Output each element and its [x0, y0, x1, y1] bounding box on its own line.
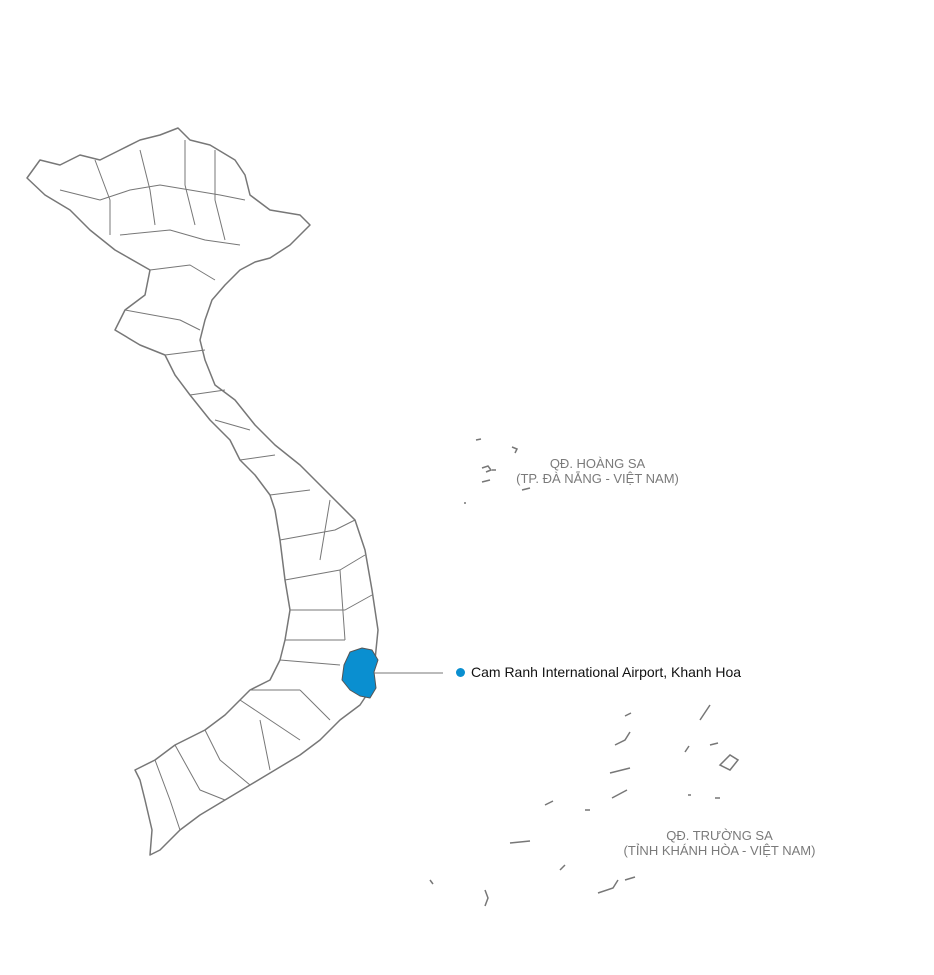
vietnam-outline [26, 127, 379, 856]
truong-sa-admin: (TỈNH KHÁNH HÒA - VIỆT NAM) [623, 843, 816, 858]
truong-sa-name: QĐ. TRƯỜNG SA [666, 828, 773, 843]
location-dot-icon [456, 667, 465, 677]
hoang-sa-admin: (TP. ĐÀ NẴNG - VIỆT NAM) [516, 471, 679, 486]
hoang-sa-name: QĐ. HOÀNG SA [549, 456, 646, 471]
province-borders [59, 140, 373, 831]
airport-label: Cam Ranh International Airport, Khanh Ho… [471, 664, 742, 680]
islands [429, 438, 740, 907]
airport-marker[interactable]: Cam Ranh International Airport, Khanh Ho… [456, 664, 741, 680]
region-khanh-hoa [341, 647, 379, 699]
hoang-sa-label: QĐ. HOÀNG SA (TP. ĐÀ NẴNG - VIỆT NAM) [505, 456, 690, 486]
truong-sa-label: QĐ. TRƯỜNG SA (TỈNH KHÁNH HÒA - VIỆT NAM… [612, 828, 827, 858]
